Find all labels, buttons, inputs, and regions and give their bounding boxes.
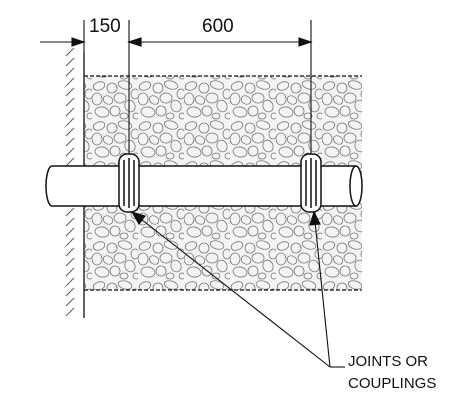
dimension-600 [127,37,313,47]
dimension-600-label: 600 [202,16,234,37]
coupling-right [300,153,322,213]
dimension-150-label: 150 [89,16,121,37]
note-line-2: COUPLINGS [348,375,436,392]
wall-hatching [65,47,75,317]
leader-lines [130,210,345,368]
coupling-left [118,153,140,213]
note-line-1: JOINTS OR [348,353,428,370]
